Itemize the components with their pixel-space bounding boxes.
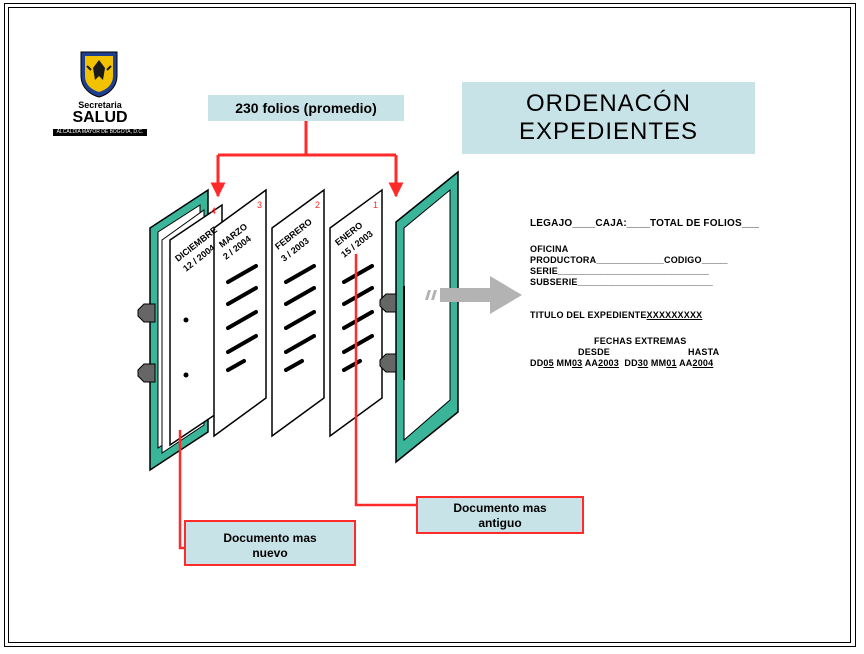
doc4-number: 4 — [211, 206, 216, 216]
doc1-number: 1 — [373, 200, 378, 210]
callout-oldest: Documento mas antiguo — [416, 496, 584, 534]
grey-arrow-icon — [425, 276, 522, 314]
title-box: ORDENACÓN EXPEDIENTES — [462, 82, 755, 154]
label-card: LEGAJO____CAJA:____TOTAL DE FOLIOS___ OF… — [530, 218, 780, 378]
fastener-front — [379, 293, 397, 373]
label-line-legajo: LEGAJO____CAJA:____TOTAL DE FOLIOS___ — [530, 218, 760, 229]
label-hasta: HASTA — [688, 347, 720, 357]
coat-of-arms-icon — [80, 51, 118, 98]
label-fechas-title: FECHAS EXTREMAS — [594, 336, 687, 346]
logo: Secretaria SALUD ALCALDIA MAYOR DE BOGOT… — [50, 50, 150, 145]
hasta-dd: 30 — [637, 358, 649, 368]
label-desde: DESDE — [578, 347, 611, 357]
label-line-oficina: OFICINA — [530, 244, 569, 254]
logo-secretaria: Secretaria — [78, 100, 122, 110]
doc3-number: 3 — [257, 200, 262, 210]
label-line-serie: SERIE_____________________________ — [530, 266, 709, 276]
front-cover — [395, 170, 459, 464]
label-line-subserie: SUBSERIE__________________________ — [530, 277, 713, 287]
fastener-bottom — [137, 363, 156, 383]
desde-mm: 03 — [571, 358, 583, 368]
title-line1: ORDENACÓN — [525, 90, 691, 117]
inner-frame — [8, 7, 851, 643]
titulo-prefix: TITULO DEL EXPEDIENTE — [530, 310, 647, 320]
logo-salud: SALUD — [72, 109, 128, 126]
desde-aa: 2003 — [598, 358, 619, 368]
document-page-2 — [271, 188, 325, 438]
titulo-value: XXXXXXXXX — [646, 310, 703, 320]
logo-alcaldia: ALCALDIA MAYOR DE BOGOTA, D.C. — [53, 129, 147, 136]
hasta-mm: 01 — [666, 358, 677, 368]
document-page-3 — [213, 188, 267, 438]
title-line2: EXPEDIENTES — [518, 118, 699, 145]
outer-frame — [4, 3, 856, 647]
doc2-number: 2 — [315, 200, 320, 210]
callout-newest: Documento mas nuevo — [184, 520, 356, 566]
label-line-productora: PRODUCTORA_____________CODIGO_____ — [530, 255, 728, 265]
label-line-titulo: TITULO DEL EXPEDIENTEXXXXXXXXX — [530, 310, 702, 320]
hasta-aa: 2004 — [692, 358, 714, 368]
fastener-top — [137, 303, 156, 323]
folios-label: 230 folios (promedio) — [208, 95, 404, 121]
desde-dd: 05 — [543, 358, 554, 368]
folios-bracket — [210, 121, 404, 198]
label-fechas-values: DD05 MM03 AA2003 DD30 MM01 AA2004 — [530, 358, 714, 368]
